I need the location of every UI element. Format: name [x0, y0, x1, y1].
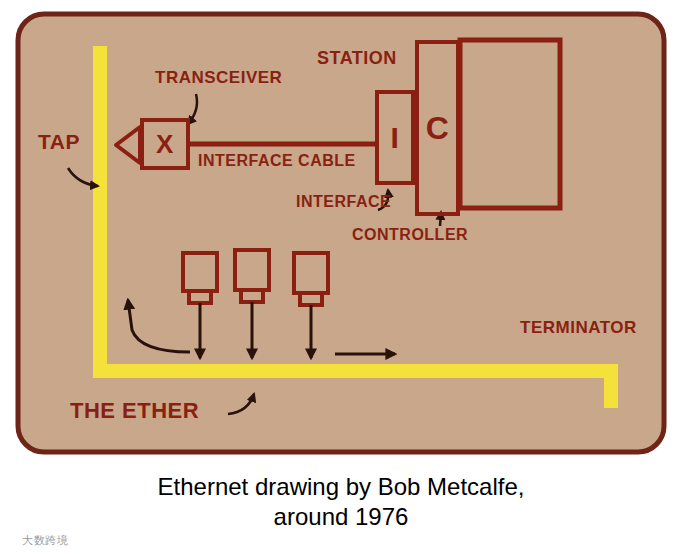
tap-symbol — [116, 127, 140, 163]
signal-arrows — [128, 300, 395, 358]
part-label: TAP — [38, 130, 80, 154]
interface-cable — [190, 142, 375, 147]
card — [18, 14, 664, 452]
part-label: TERMINATOR — [520, 318, 637, 338]
part-label: INTERFACE — [296, 193, 391, 211]
part-label: CONTROLLER — [352, 226, 468, 244]
caption: Ethernet drawing by Bob Metcalfe, around… — [141, 472, 541, 532]
station-group: STATIONIC — [375, 40, 562, 216]
transceiver-box: X — [140, 118, 190, 170]
part-label: THE ETHER — [70, 398, 199, 424]
controller-box: C — [415, 40, 460, 216]
box-letter: I — [391, 121, 400, 155]
station-heading: STATION — [317, 48, 397, 69]
station-computer — [460, 40, 560, 208]
interface-box: I — [375, 90, 415, 185]
part-label: TRANSCEIVER — [155, 68, 282, 88]
small-stations — [183, 250, 328, 305]
leader-arrows — [68, 94, 441, 414]
watermark: 大数跨境 — [22, 533, 68, 548]
ether-cable — [100, 46, 611, 408]
box-letter: X — [156, 129, 174, 160]
box-letter: C — [426, 110, 450, 147]
cable-label: INTERFACE CABLE — [198, 152, 356, 170]
